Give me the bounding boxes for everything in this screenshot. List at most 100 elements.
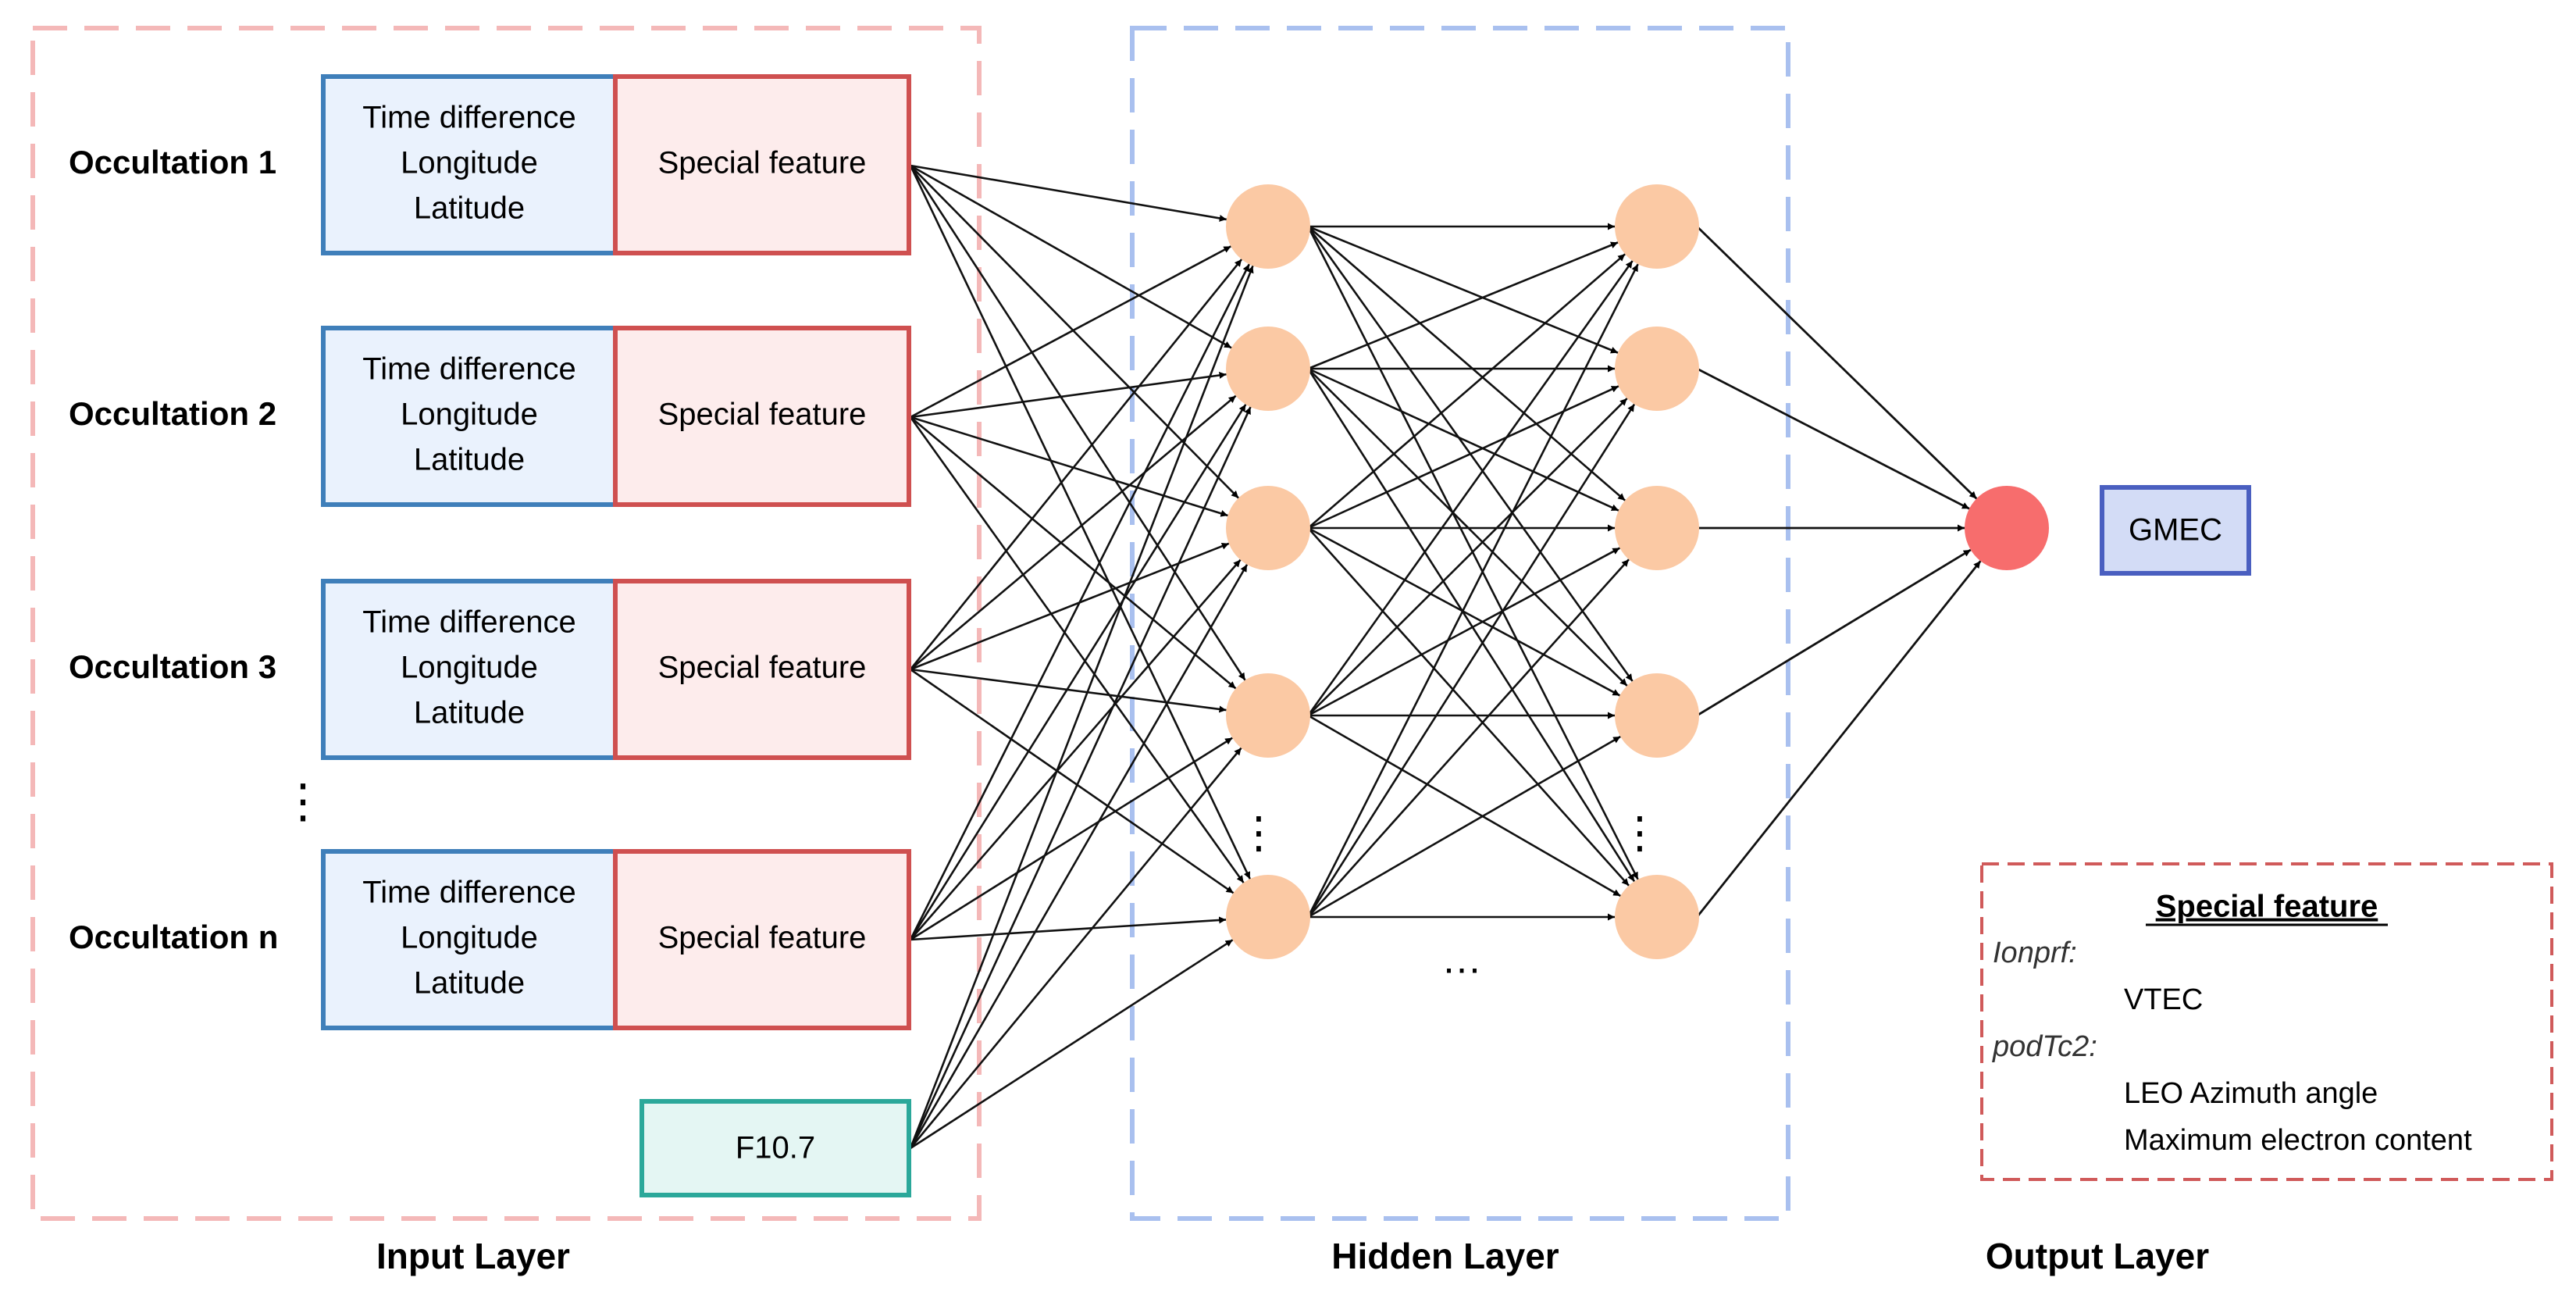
hidden2-neuron — [1615, 326, 1699, 411]
occultation-row: Occultation n Time differenceLongitudeLat… — [69, 849, 911, 1030]
connection-line — [910, 737, 1233, 941]
connection-line — [910, 416, 1237, 690]
connection-line — [909, 416, 1245, 883]
connection-line — [909, 165, 1251, 880]
connection-line — [1307, 368, 1636, 883]
connection-line — [1307, 403, 1636, 918]
special-feature-text: Special feature — [658, 921, 867, 955]
special-feature-box — [613, 74, 911, 255]
legend-group-podtc2: podTc2: — [1992, 1030, 2097, 1063]
connection-line — [1696, 560, 1982, 918]
connection-line — [910, 371, 1227, 419]
special-feature-legend: Special feature Ionprf: VTEC podTc2: LEO… — [1980, 862, 2553, 1181]
feature-text: Longitude — [401, 921, 538, 955]
legend-item-vtec: VTEC — [2124, 983, 2203, 1016]
legend-item-max-electron: Maximum electron content — [2124, 1124, 2472, 1157]
legend-item-leo-azimuth: LEO Azimuth angle — [2124, 1077, 2378, 1110]
connection-line — [1307, 241, 1619, 370]
connection-line — [910, 916, 1227, 941]
connection-line — [909, 265, 1254, 1149]
connection-line — [910, 165, 1239, 499]
occultation-label: Occultation n — [69, 919, 278, 955]
connection-line — [1307, 385, 1619, 530]
feature-box — [321, 74, 618, 255]
connection-line — [1307, 398, 1628, 716]
connection-line — [909, 747, 1242, 1149]
feature-text: Time difference — [362, 605, 575, 640]
feature-box — [321, 849, 618, 1030]
connection-line — [1696, 548, 1972, 717]
hidden1-neuron — [1226, 486, 1310, 570]
legend-group-ionprf: Ionprf: — [1993, 937, 2077, 969]
special-feature-text: Special feature — [658, 651, 867, 685]
hidden-col1-ellipsis: ⋮ — [1237, 808, 1281, 857]
connection-line — [910, 416, 1228, 517]
hidden-layer-label: Hidden Layer — [1331, 1236, 1559, 1276]
output-neuron — [1965, 486, 2049, 570]
connection-line — [910, 939, 1234, 1150]
feature-text: Longitude — [401, 398, 538, 432]
connection-line — [909, 263, 1250, 940]
connection-line — [1307, 547, 1621, 717]
neurons — [1226, 184, 2049, 959]
connection-line — [910, 668, 1227, 713]
connection-line — [1307, 527, 1630, 887]
connection-line — [1307, 367, 1619, 512]
connection-line — [909, 564, 1249, 1149]
feature-text: Latitude — [414, 966, 525, 1001]
input-ellipsis: ⋮ — [280, 775, 326, 827]
special-feature-text: Special feature — [658, 146, 867, 180]
connection-line — [909, 259, 1243, 670]
feature-text: Time difference — [362, 876, 575, 910]
occultation-row: Occultation 2 Time differenceLongitudeLat… — [69, 326, 911, 507]
hidden-col2-ellipsis: ⋮ — [1618, 808, 1662, 857]
feature-text: Longitude — [401, 651, 538, 685]
hidden2-neuron — [1615, 875, 1699, 959]
feature-text: Latitude — [414, 443, 525, 477]
gmec-label: GMEC — [2129, 513, 2222, 548]
connection-line — [909, 404, 1247, 940]
connection-line — [910, 668, 1235, 894]
connection-lines — [909, 164, 1982, 1150]
connection-line — [1307, 263, 1639, 918]
connection-line — [1696, 367, 1970, 510]
hidden1-neuron — [1226, 326, 1310, 411]
hidden2-neuron — [1615, 673, 1699, 758]
feature-box — [321, 326, 618, 507]
connection-line — [909, 165, 1246, 681]
connection-line — [1696, 225, 1978, 500]
connection-line — [910, 245, 1231, 419]
connection-line — [909, 406, 1252, 1149]
connection-line — [1307, 260, 1634, 716]
connection-line — [910, 394, 1237, 670]
input-layer-label: Input Layer — [376, 1236, 570, 1276]
connection-line — [1307, 526, 1621, 697]
hidden-horizontal-ellipsis: … — [1441, 937, 1482, 983]
output-layer-label: Output Layer — [1986, 1236, 2209, 1276]
connection-line — [910, 164, 1232, 349]
hidden1-neuron — [1226, 875, 1310, 959]
connection-line — [1307, 253, 1626, 529]
occultation-label: Occultation 2 — [69, 395, 276, 432]
special-feature-box — [613, 579, 911, 760]
occultation-label: Occultation 3 — [69, 648, 276, 685]
feature-text: Time difference — [362, 352, 575, 387]
feature-text: Time difference — [362, 101, 575, 135]
occultation-row: Occultation 3 Time differenceLongitudeLat… — [69, 579, 911, 760]
feature-text: Longitude — [401, 146, 538, 180]
special-feature-text: Special feature — [658, 398, 867, 432]
occultation-row: Occultation 1 Time differenceLongitudeLat… — [69, 74, 911, 255]
feature-text: Latitude — [414, 191, 525, 226]
feature-box — [321, 579, 618, 760]
feature-text: Latitude — [414, 696, 525, 730]
legend-title: Special feature — [2156, 890, 2378, 924]
special-feature-box — [613, 849, 911, 1030]
f107-box: F10.7 — [640, 1099, 911, 1197]
connection-line — [1307, 225, 1619, 354]
occultation-label: Occultation 1 — [69, 144, 276, 180]
connection-line — [910, 164, 1227, 222]
connection-line — [910, 558, 1242, 940]
